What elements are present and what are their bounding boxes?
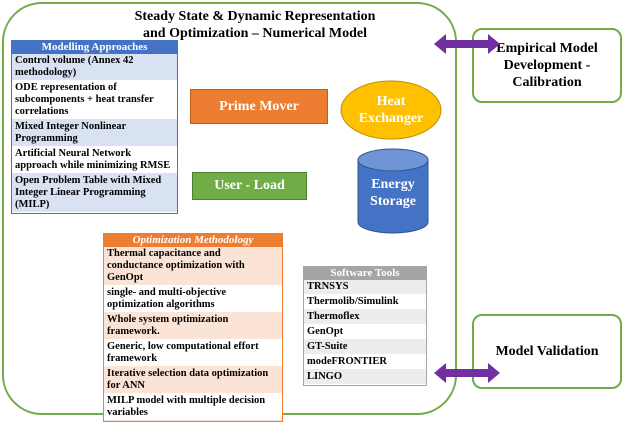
model-validation-box: Model Validation — [472, 314, 622, 389]
user-load-label: User - Load — [214, 178, 285, 193]
software-item: GT-Suite — [304, 340, 426, 355]
energy-storage-label-wrap: Energy Storage — [357, 176, 429, 210]
software-header: Software Tools — [304, 267, 426, 280]
prime-mover-box: Prime Mover — [190, 89, 328, 124]
optimization-item: Iterative selection data optimization fo… — [104, 367, 282, 394]
title-line-2: and Optimization – Numerical Model — [143, 26, 367, 41]
modelling-item: Control volume (Annex 42 methodology) — [12, 54, 177, 81]
optimization-item: single- and multi-objective optimization… — [104, 286, 282, 313]
optimization-item: Generic, low computational effort framew… — [104, 340, 282, 367]
user-load-box: User - Load — [192, 172, 307, 200]
software-item: TRNSYS — [304, 280, 426, 295]
optimization-header: Optimization Methodology — [104, 234, 282, 247]
calibration-double-arrow — [434, 34, 500, 54]
software-item: GenOpt — [304, 325, 426, 340]
optimization-methodology-table: Optimization Methodology Thermal capacit… — [103, 233, 283, 422]
software-tools-table: Software Tools TRNSYS Thermolib/Simulink… — [303, 266, 427, 386]
heat-exchanger-label-wrap: Heat Exchanger — [340, 80, 442, 140]
energy-storage-label: Energy Storage — [370, 177, 416, 209]
modelling-header: Modelling Approaches — [12, 41, 177, 54]
optimization-item: MILP model with multiple decision variab… — [104, 394, 282, 421]
validation-double-arrow — [434, 363, 500, 383]
energy-storage-cylinder — [357, 148, 429, 234]
software-item: Thermolib/Simulink — [304, 295, 426, 310]
modelling-item: Artificial Neural Network approach while… — [12, 147, 177, 174]
modelling-item: ODE representation of subcomponents + he… — [12, 81, 177, 120]
model-validation-label: Model Validation — [495, 344, 599, 359]
software-item: Thermoflex — [304, 310, 426, 325]
optimization-item: Whole system optimization framework. — [104, 313, 282, 340]
modelling-approaches-table: Modelling Approaches Control volume (Ann… — [11, 40, 178, 214]
optimization-item: Thermal capacitance and conductance opti… — [104, 247, 282, 286]
software-item: LINGO — [304, 370, 426, 385]
empirical-model-box: Empirical Model Development - Calibratio… — [472, 28, 622, 103]
title-line-1: Steady State & Dynamic Representation — [134, 9, 376, 24]
heat-exchanger-label: Heat Exchanger — [358, 94, 424, 126]
empirical-model-label: Empirical Model Development - Calibratio… — [496, 41, 598, 90]
diagram-title: Steady State & Dynamic Representation an… — [100, 8, 410, 42]
modelling-item: Open Problem Table with Mixed Integer Li… — [12, 174, 177, 213]
modelling-item: Mixed Integer Nonlinear Programming — [12, 120, 177, 147]
software-item: modeFRONTIER — [304, 355, 426, 370]
prime-mover-label: Prime Mover — [219, 98, 299, 114]
heat-exchanger-ellipse — [340, 80, 442, 140]
